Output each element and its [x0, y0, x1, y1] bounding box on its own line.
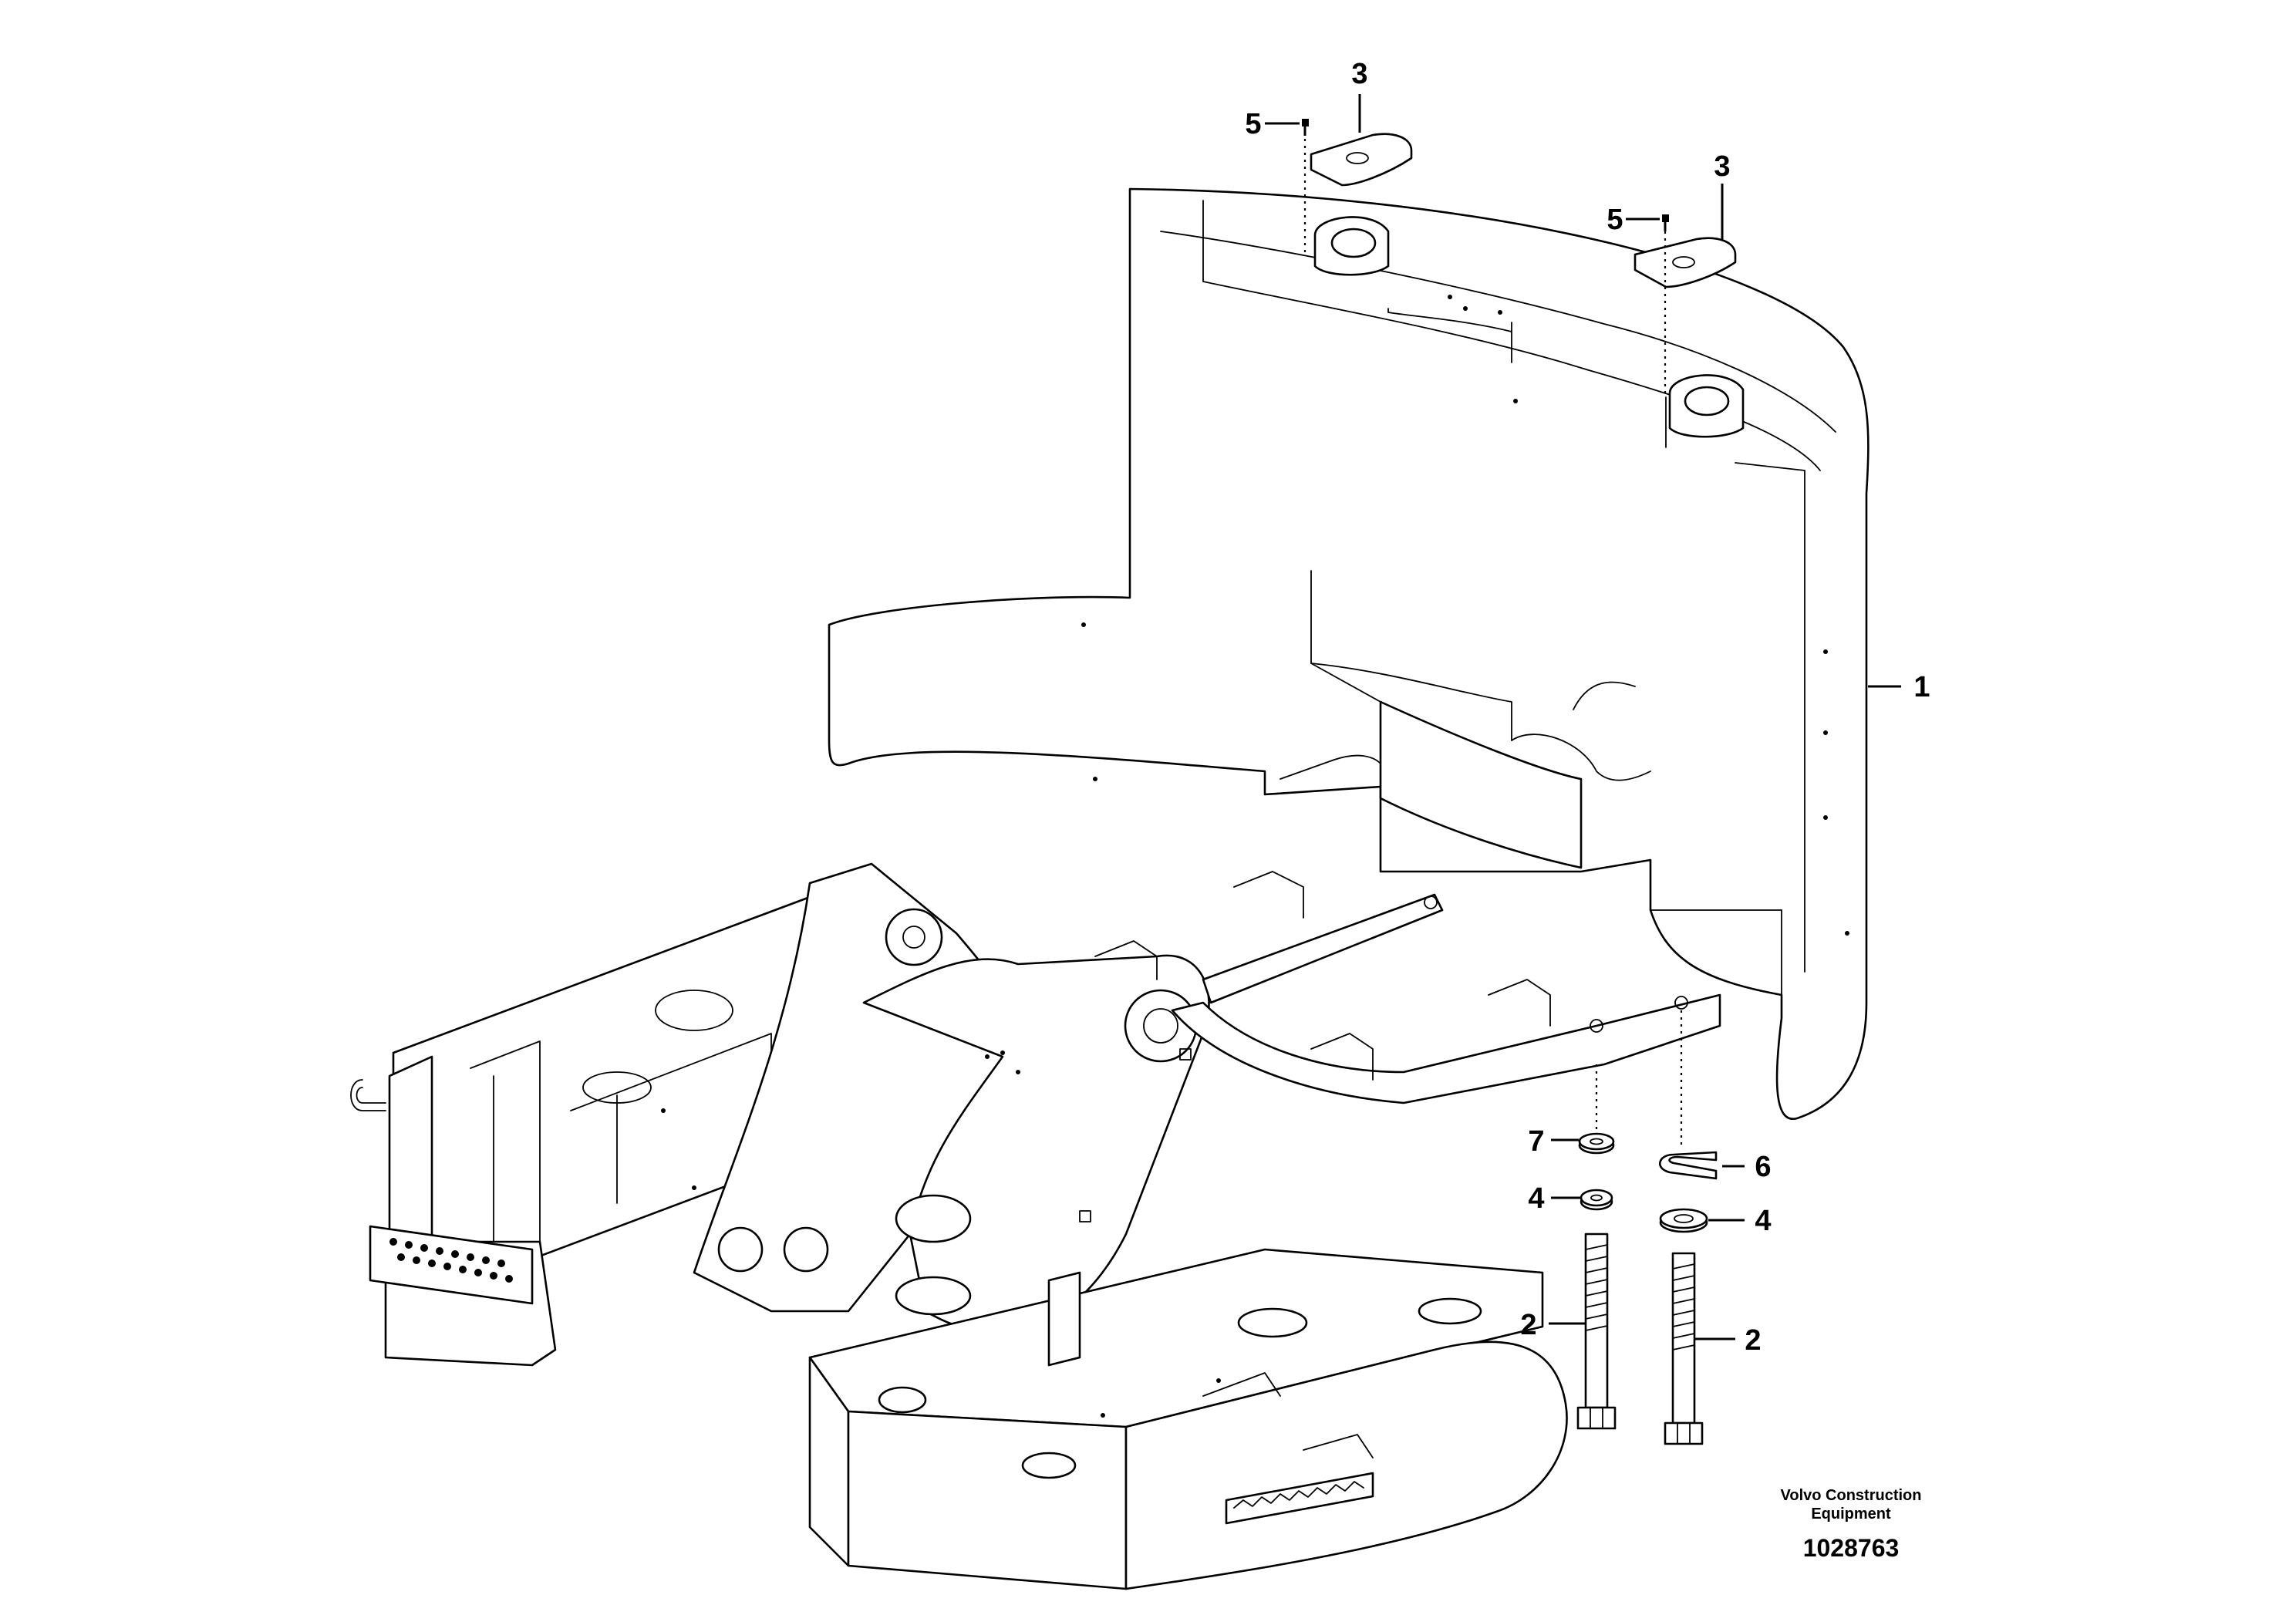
step-holes	[389, 1238, 513, 1283]
screw-left	[1302, 119, 1309, 136]
callout-label-5-left: 5	[1245, 108, 1261, 140]
document-number: 1028763	[1802, 1534, 1900, 1562]
bolt-left	[1576, 1233, 1617, 1430]
shim-6	[1659, 1151, 1718, 1180]
callout-label-2-left: 2	[1520, 1309, 1536, 1341]
screw-right	[1662, 214, 1669, 231]
washer-4-right	[1659, 1208, 1708, 1233]
callout-label-3-right: 3	[1714, 150, 1730, 183]
publisher-line-2: Equipment	[1811, 1506, 1891, 1523]
publisher-credit: Volvo Construction Equipment	[1743, 1486, 1959, 1523]
publisher-line-1: Volvo Construction	[1780, 1487, 1922, 1504]
upper-frame	[350, 862, 1721, 1590]
counterweight	[828, 187, 1870, 1121]
bolt-right	[1664, 1252, 1704, 1445]
callout-label-7: 7	[1528, 1125, 1544, 1158]
callout-label-4-right: 4	[1755, 1205, 1771, 1237]
callout-label-5-right: 5	[1607, 204, 1623, 236]
callout-label-2-right: 2	[1745, 1324, 1761, 1357]
callout-label-1: 1	[1913, 671, 1930, 703]
leader-lines	[1265, 94, 1901, 1340]
cover-plate-right	[1633, 237, 1737, 288]
callout-label-3-left: 3	[1351, 58, 1367, 90]
callout-label-6: 6	[1755, 1151, 1771, 1183]
cover-plate-left	[1310, 133, 1413, 187]
washer-7	[1578, 1132, 1615, 1155]
callout-label-4-left: 4	[1528, 1182, 1544, 1215]
washer-4-left	[1580, 1189, 1613, 1211]
